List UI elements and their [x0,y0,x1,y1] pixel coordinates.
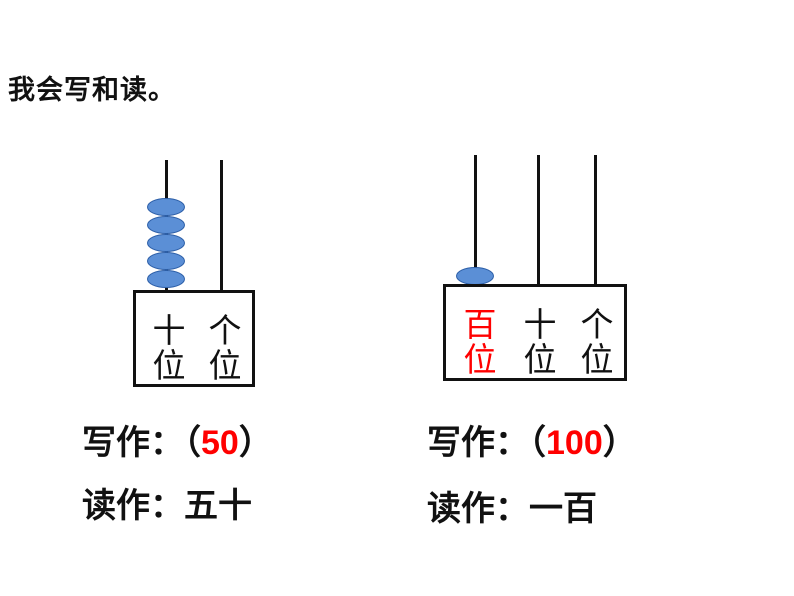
write-label: 写作：（ [82,423,201,463]
read-label: 读作： [427,489,529,529]
write-close-paren: ） [238,423,273,463]
place-label-tens: 十 位 [149,314,189,382]
left-read-line: 读作：五十 [82,478,252,527]
place-label-ones: 个 位 [205,314,245,382]
right-write-line: 写作：（100） [427,415,637,464]
write-close-paren: ） [602,423,637,463]
left-write-line: 写作：（50） [82,415,273,464]
bead [147,216,185,234]
write-answer: 100 [546,424,603,462]
read-answer: 一百 [529,489,597,529]
place-label-hundreds: 百 位 [460,308,500,376]
read-answer: 五十 [184,486,252,526]
ones-rod [594,155,597,287]
bead [456,267,494,285]
write-answer: 50 [201,424,239,462]
write-label: 写作：（ [427,423,546,463]
right-read-line: 读作：一百 [427,481,597,530]
place-label-line: 百 [463,305,497,344]
exercise-title: 我会写和读。 [8,75,176,106]
place-label-line: 十 [523,305,557,344]
place-label-line: 位 [463,340,497,379]
abacus-frame: 十 位 个 位 [133,290,255,387]
place-label-line: 位 [580,340,614,379]
place-label-line: 个 [580,305,614,344]
place-label-line: 十 [152,311,186,350]
place-label-line: 个 [208,311,242,350]
hundreds-rod [474,155,477,287]
place-label-tens: 十 位 [520,308,560,376]
abacus-frame: 百 位 十 位 个 位 [443,284,627,381]
place-label-line: 位 [152,346,186,385]
bead [147,234,185,252]
read-label: 读作： [82,486,184,526]
ones-rod [220,160,223,292]
bead [147,270,185,288]
place-label-line: 位 [208,346,242,385]
bead [147,198,185,216]
bead [147,252,185,270]
tens-rod [537,155,540,287]
place-label-ones: 个 位 [577,308,617,376]
place-label-line: 位 [523,340,557,379]
